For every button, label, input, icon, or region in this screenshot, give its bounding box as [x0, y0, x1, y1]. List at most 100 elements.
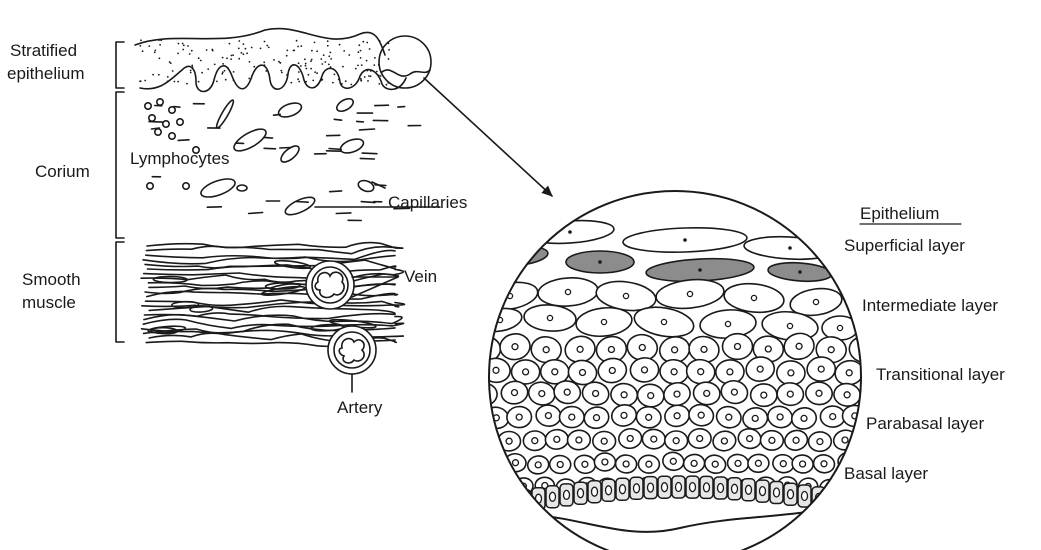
cell-nucleus: [518, 254, 522, 258]
cell-nucleus: [752, 415, 758, 421]
stipple-dot: [186, 83, 188, 85]
magnification-arrow: [424, 78, 552, 196]
cell-nucleus: [788, 370, 794, 376]
capillary: [357, 179, 375, 194]
stipple-dot: [327, 45, 329, 47]
stipple-dot: [320, 58, 322, 60]
stipple-dot: [305, 68, 307, 70]
stipple-dot: [241, 52, 243, 54]
cell-nucleus: [800, 461, 806, 467]
cell-nucleus: [564, 389, 570, 395]
stipple-dot: [159, 44, 161, 46]
fiber-dash: [334, 119, 341, 120]
cell-nucleus: [788, 490, 794, 499]
stipple-dot: [190, 70, 192, 72]
stipple-dot: [227, 67, 229, 69]
cell-nucleus: [662, 483, 668, 492]
cell-nucleus: [535, 462, 541, 468]
stipple-dot: [386, 84, 388, 86]
label-lymphocytes: Lymphocytes: [130, 149, 230, 168]
stipple-dot: [327, 40, 329, 42]
stipple-dot: [177, 81, 179, 83]
cell-nucleus: [757, 366, 763, 372]
label-stratified-epithelium-line2: epithelium: [7, 64, 85, 83]
stipple-dot: [388, 49, 390, 51]
stipple-dot: [140, 80, 142, 82]
capillary: [277, 100, 304, 119]
stipple-dot: [169, 61, 171, 63]
cell-nucleus: [483, 439, 489, 445]
stipple-dot: [148, 45, 150, 47]
stipple-dot: [249, 61, 251, 63]
cell-nucleus: [602, 459, 608, 465]
cell-nucleus: [802, 492, 808, 501]
stipple-dot: [158, 39, 160, 41]
basal-cell: [840, 491, 853, 513]
stipple-dot: [379, 40, 381, 42]
vein-shape: [306, 261, 354, 309]
stipple-dot: [298, 81, 300, 83]
cell-nucleus: [577, 346, 583, 352]
cell-nucleus: [701, 346, 707, 352]
stipple-dot: [191, 50, 193, 52]
stipple-dot: [312, 80, 314, 82]
cell-nucleus: [846, 485, 852, 491]
stipple-dot: [264, 64, 266, 66]
cell-nucleus: [642, 367, 648, 373]
cell-nucleus: [568, 230, 572, 234]
stipple-dot: [305, 65, 307, 67]
cell-nucleus: [565, 289, 570, 294]
stipple-dot: [245, 48, 247, 50]
cell-nucleus: [481, 485, 487, 491]
stipple-dot: [248, 78, 250, 80]
label-epithelium-heading: Epithelium: [860, 204, 939, 223]
cell-nucleus: [552, 369, 558, 375]
label-smooth-muscle-line2: muscle: [22, 293, 76, 312]
lymphocyte: [169, 107, 175, 113]
stipple-dot: [370, 75, 372, 77]
stipple-dot: [142, 50, 144, 52]
stipple-dot: [360, 78, 362, 80]
stipple-dot: [172, 70, 174, 72]
cell-nucleus: [646, 414, 652, 420]
stipple-dot: [222, 63, 224, 65]
stipple-dot: [358, 44, 360, 46]
stipple-dot: [330, 58, 332, 60]
cell-nucleus: [777, 414, 783, 420]
stipple-dot: [212, 50, 214, 52]
cell-nucleus: [539, 391, 545, 397]
cell-nucleus: [698, 369, 704, 375]
cell-nucleus: [725, 321, 730, 326]
stipple-dot: [304, 58, 306, 60]
stipple-dot: [357, 65, 359, 67]
cell-nucleus: [816, 390, 822, 396]
epithelium-stipple: [139, 39, 390, 85]
lymphocyte: [177, 119, 183, 125]
stipple-dot: [339, 44, 341, 46]
cell-nucleus: [721, 438, 727, 444]
cell-nucleus: [646, 461, 652, 467]
stipple-dot: [360, 80, 362, 82]
stipple-dot: [338, 79, 340, 81]
stipple-dot: [321, 63, 323, 65]
artery-shape: [328, 326, 376, 374]
cell-nucleus: [690, 483, 696, 492]
stipple-dot: [311, 50, 313, 52]
cell-nucleus: [532, 438, 538, 444]
cell-nucleus: [557, 462, 563, 468]
label-parabasal-layer: Parabasal layer: [866, 414, 984, 433]
stipple-dot: [263, 61, 265, 63]
epithelium-surface: [135, 29, 385, 55]
stipple-dot: [238, 40, 240, 42]
stipple-dot: [273, 59, 275, 61]
fiber-dash: [330, 191, 342, 192]
stipple-dot: [360, 57, 362, 59]
stipple-dot: [324, 61, 326, 63]
stipple-dot: [232, 54, 234, 56]
stipple-dot: [278, 61, 280, 63]
stipple-dot: [154, 51, 156, 53]
cell-nucleus: [765, 346, 771, 352]
cell-nucleus: [746, 485, 752, 494]
cell-nucleus: [627, 436, 633, 442]
stipple-dot: [139, 45, 141, 47]
